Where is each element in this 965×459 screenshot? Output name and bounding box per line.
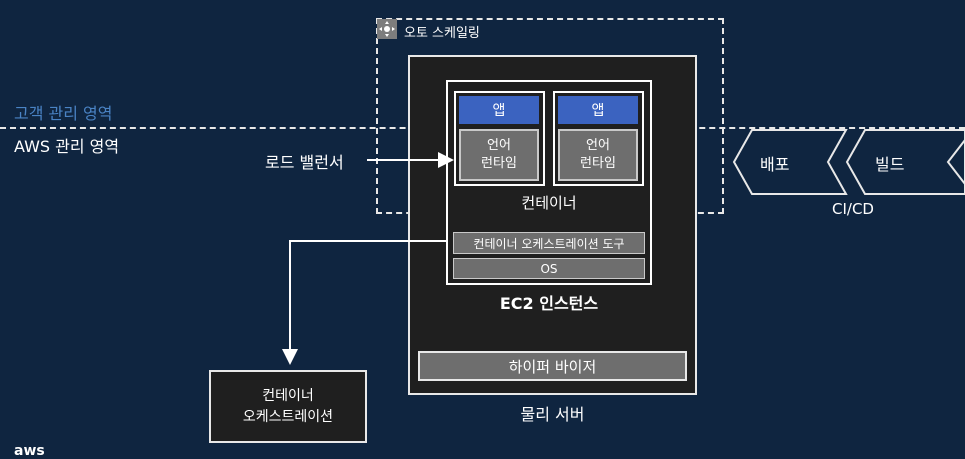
ec2-instance-label: EC2 인스턴스 [499, 294, 599, 313]
orchestration-tool-bar: 컨테이너 오케스트레이션 도구 [453, 232, 645, 254]
runtime-line-1: 언어 [586, 138, 610, 153]
autoscaling-label: 오토 스케일링 [404, 26, 480, 41]
container-orchestration-box: 컨테이너 오케스트레이션 [209, 370, 367, 443]
move-arrows-icon [379, 21, 395, 37]
physical-server-box [408, 55, 697, 395]
container-label: 컨테이너 [521, 194, 577, 212]
runtime-line-1: 언어 [487, 138, 511, 153]
build-step-label: 빌드 [875, 155, 905, 174]
build-chevron [845, 129, 965, 195]
container-2 [553, 91, 644, 186]
container-1-app: 앱 [459, 96, 539, 124]
autoscaling-icon [377, 19, 397, 39]
container-2-runtime: 언어 런타임 [558, 129, 638, 181]
os-bar: OS [453, 258, 645, 279]
aws-logo: aws [14, 443, 45, 459]
deploy-step-label: 배포 [760, 155, 790, 174]
build-chevron-inner-edge [946, 139, 965, 185]
ec2-instance-box [446, 80, 652, 285]
runtime-line-2: 런타임 [481, 156, 517, 171]
container-1 [454, 91, 545, 186]
deploy-chevron [732, 129, 848, 195]
orchestration-arrow [282, 240, 446, 365]
orchestration-line-2: 오케스트레이션 [242, 408, 334, 425]
cicd-label: CI/CD [832, 200, 874, 218]
aws-managed-zone-label: AWS 관리 영역 [14, 137, 120, 156]
orchestration-line-1: 컨테이너 [262, 387, 314, 404]
customer-managed-zone-label: 고객 관리 영역 [14, 104, 113, 123]
container-2-app: 앱 [558, 96, 638, 124]
container-1-runtime: 언어 런타임 [459, 129, 539, 181]
load-balancer-label: 로드 밸런서 [265, 153, 344, 172]
runtime-line-2: 런타임 [580, 156, 616, 171]
hypervisor-bar: 하이퍼 바이저 [418, 351, 687, 381]
physical-server-label: 물리 서버 [520, 405, 585, 424]
